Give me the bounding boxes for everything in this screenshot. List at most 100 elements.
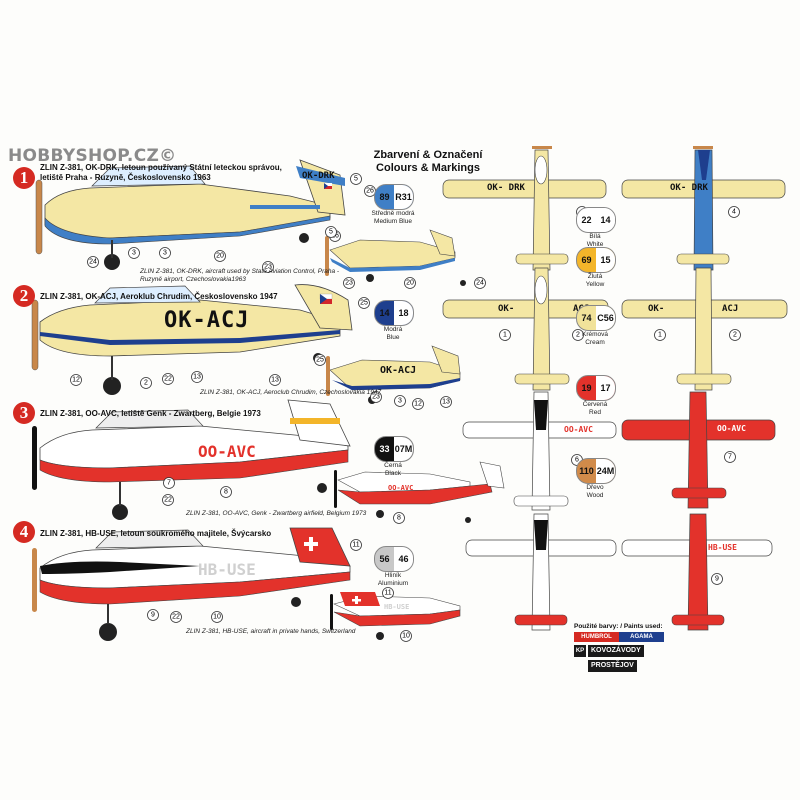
watermark: HOBBYSHOP.CZ© bbox=[8, 146, 177, 166]
decal-callout: 7 bbox=[724, 451, 736, 463]
humbrol-code: 56 bbox=[379, 554, 390, 564]
maker-row-1: KP KOVOZÁVODY bbox=[574, 645, 664, 657]
callout-number: 23 bbox=[345, 280, 353, 287]
spacer-icon bbox=[574, 660, 586, 672]
decal-callout: 3 bbox=[128, 247, 140, 259]
callout-circle bbox=[163, 477, 175, 489]
callout-number: 24 bbox=[89, 259, 97, 266]
decal-callout: 24 bbox=[87, 256, 99, 268]
callout-number: 3 bbox=[132, 250, 136, 257]
callout-number: 22 bbox=[172, 614, 180, 621]
callout-circle bbox=[350, 539, 362, 551]
callout-number: 3 bbox=[163, 250, 167, 257]
colour-name-en: Yellow bbox=[585, 280, 605, 288]
decal-callout: 10 bbox=[211, 611, 223, 623]
colour-name-cz: Bílá bbox=[589, 233, 601, 240]
colour-name-en: Medium Blue bbox=[374, 217, 412, 225]
scheme2-subcaption: ZLIN Z-381, OK-ACJ, Aeroclub Chrudim, Cz… bbox=[200, 389, 382, 396]
callout-circle bbox=[412, 398, 424, 410]
colour-swatch: 74 C56 bbox=[576, 305, 616, 331]
decal-callout: 12 bbox=[70, 374, 82, 386]
callout-circle bbox=[170, 611, 182, 623]
callout-number: 7 bbox=[167, 480, 171, 487]
callout-circle bbox=[499, 329, 511, 341]
humbrol-code: 69 bbox=[581, 255, 592, 265]
colours-heading-en: Colours & Markings bbox=[376, 162, 480, 174]
callout-number: 23 bbox=[372, 394, 380, 401]
topview4-lower-registration: HB-USE bbox=[708, 543, 737, 552]
callout-circle bbox=[711, 573, 723, 585]
scheme1-fin-registration: OK-DRK bbox=[302, 171, 335, 181]
scheme4-small-registration: HB-USE bbox=[384, 603, 410, 611]
callout-circle bbox=[350, 173, 362, 185]
scheme2-registration: OK-ACJ bbox=[164, 308, 250, 333]
scheme2-small-registration: OK-ACJ bbox=[380, 365, 417, 376]
callout-circle bbox=[191, 371, 203, 383]
callout-number: 3 bbox=[398, 398, 402, 405]
scheme-number-badge: 1 bbox=[12, 166, 36, 190]
colour-name-en: White bbox=[586, 240, 604, 248]
callout-number: 2 bbox=[576, 332, 580, 339]
paints-used-box: Použité barvy: / Paints used: HUMBROL AG… bbox=[574, 623, 664, 672]
decal-callout: 13 bbox=[191, 371, 203, 383]
callout-circle bbox=[370, 391, 382, 403]
callout-circle bbox=[262, 261, 274, 273]
colour-name-cz: Středně modrá bbox=[371, 210, 415, 217]
callout-number: 24 bbox=[476, 280, 484, 287]
scheme-number: 1 bbox=[19, 168, 29, 187]
colour-name-en: Wood bbox=[586, 491, 604, 499]
callout-number: 26 bbox=[366, 188, 374, 195]
agama-code: R31 bbox=[394, 185, 413, 209]
callout-number: 10 bbox=[213, 614, 221, 621]
decal-callout: 3 bbox=[394, 395, 406, 407]
callout-number: 12 bbox=[72, 377, 80, 384]
scheme1-side-view bbox=[35, 159, 346, 270]
callout-number: 8 bbox=[224, 489, 228, 496]
callout-number: 20 bbox=[406, 280, 414, 287]
decal-callout: 24 bbox=[474, 277, 486, 289]
decal-callout: 9 bbox=[147, 609, 159, 621]
callout-circle bbox=[400, 630, 412, 642]
callout-number: 25 bbox=[360, 300, 368, 307]
callout-circle bbox=[269, 374, 281, 386]
callout-circle bbox=[140, 377, 152, 389]
humbrol-code: 74 bbox=[581, 313, 592, 323]
callout-circle bbox=[440, 396, 452, 408]
callout-circle bbox=[724, 451, 736, 463]
decal-callout: 23 bbox=[370, 391, 382, 403]
callout-number: 4 bbox=[732, 209, 736, 216]
colours-heading: Zbarvení & Označení Colours & Markings bbox=[368, 149, 488, 175]
callout-number: 8 bbox=[397, 515, 401, 522]
humbrol-code: 22 bbox=[581, 215, 592, 225]
topview3-upper-registration: OO-AVC bbox=[564, 425, 593, 434]
callout-circle bbox=[214, 250, 226, 262]
scheme3-side-view bbox=[32, 399, 351, 520]
callout-number: 11 bbox=[352, 542, 359, 549]
callout-circle bbox=[572, 329, 584, 341]
colour-name-cz: Žlutá bbox=[587, 273, 603, 280]
callout-number: 13 bbox=[442, 399, 450, 406]
decal-callout: 1 bbox=[654, 329, 666, 341]
colour-name-en: Aluminium bbox=[377, 579, 409, 587]
colour-name-en: Cream bbox=[585, 338, 605, 346]
callout-circle bbox=[220, 486, 232, 498]
callout-number: 20 bbox=[216, 253, 224, 260]
agama-code: C56 bbox=[596, 306, 615, 330]
scheme-number-badge: 2 bbox=[12, 284, 36, 308]
topview1-lower-registration: OK- DRK bbox=[670, 183, 708, 193]
callout-number: 5 bbox=[354, 176, 358, 183]
callout-circle bbox=[474, 277, 486, 289]
top-view-scheme3-upper bbox=[462, 391, 617, 511]
agama-code: 15 bbox=[596, 248, 615, 272]
agama-code: 18 bbox=[394, 301, 413, 325]
top-view-scheme4-lower bbox=[621, 513, 773, 631]
callout-number: 22 bbox=[164, 497, 172, 504]
top-view-scheme1-lower bbox=[621, 146, 786, 271]
callout-circle bbox=[654, 329, 666, 341]
